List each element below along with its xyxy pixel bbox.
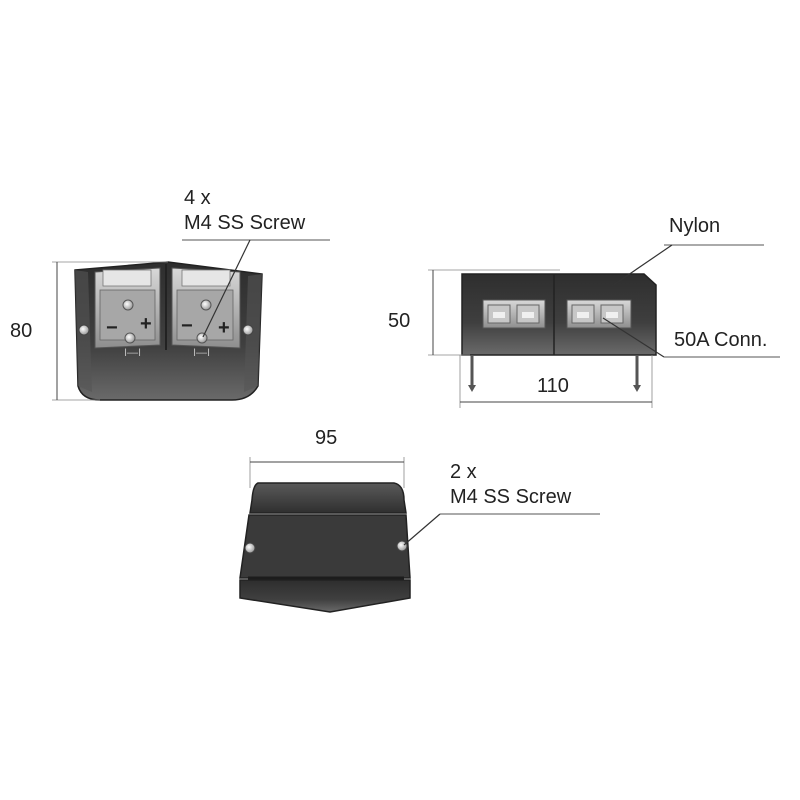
minus-sign: −: [106, 317, 118, 339]
mounting-screw-icon: [633, 355, 641, 392]
front-left-connector: − +: [94, 267, 161, 349]
side-housing: [461, 273, 657, 356]
connector-leader: [602, 317, 665, 358]
mount-screw-icon: [78, 324, 90, 336]
svg-text:I—I: I—I: [124, 347, 141, 359]
top-callout-leader: [403, 513, 441, 546]
top-screw-icon: [244, 542, 256, 554]
side-height-dimension: 50: [388, 310, 410, 332]
mount-screw-icon: [242, 324, 254, 336]
front-right-connector: − +: [171, 267, 241, 349]
side-connector-right: [566, 299, 632, 329]
material-label: Nylon: [669, 215, 720, 237]
front-screw-callout-line2: M4 SS Screw: [184, 212, 306, 234]
svg-text:I—I: I—I: [193, 347, 210, 359]
top-screw-callout-line1: 2 x: [450, 461, 477, 483]
front-right-bevel: [244, 274, 262, 392]
material-leader: [611, 244, 673, 287]
screw-icon: [200, 299, 212, 311]
side-connector-left: [482, 299, 546, 329]
top-width-dimension: 95: [315, 427, 337, 449]
callout-leader: [202, 239, 251, 338]
front-view: − + − + I—I I—I 4 x M4 SS Screw 80: [10, 187, 330, 401]
top-view: 95 2 x M4 SS Screw: [239, 427, 600, 613]
mounting-screw-icon: [468, 355, 476, 392]
minus-sign: −: [181, 315, 193, 337]
screw-icon: [122, 299, 134, 311]
screw-icon: [124, 332, 136, 344]
top-housing-body: [239, 514, 411, 579]
side-width-dimension: 110: [537, 375, 569, 397]
plus-sign: +: [218, 317, 230, 339]
screw-icon: [196, 332, 208, 344]
side-view: Nylon 50A Conn. 50 110: [388, 215, 780, 408]
front-screw-callout-line1: 4 x: [184, 187, 211, 209]
front-height-dimension: 80: [10, 320, 32, 342]
top-housing-lid: [249, 482, 407, 514]
top-screw-icon: [396, 540, 408, 552]
top-housing-base: [239, 579, 411, 613]
connector-label: 50A Conn.: [674, 329, 767, 351]
plus-sign: +: [140, 313, 152, 335]
top-screw-callout-line2: M4 SS Screw: [450, 486, 572, 508]
